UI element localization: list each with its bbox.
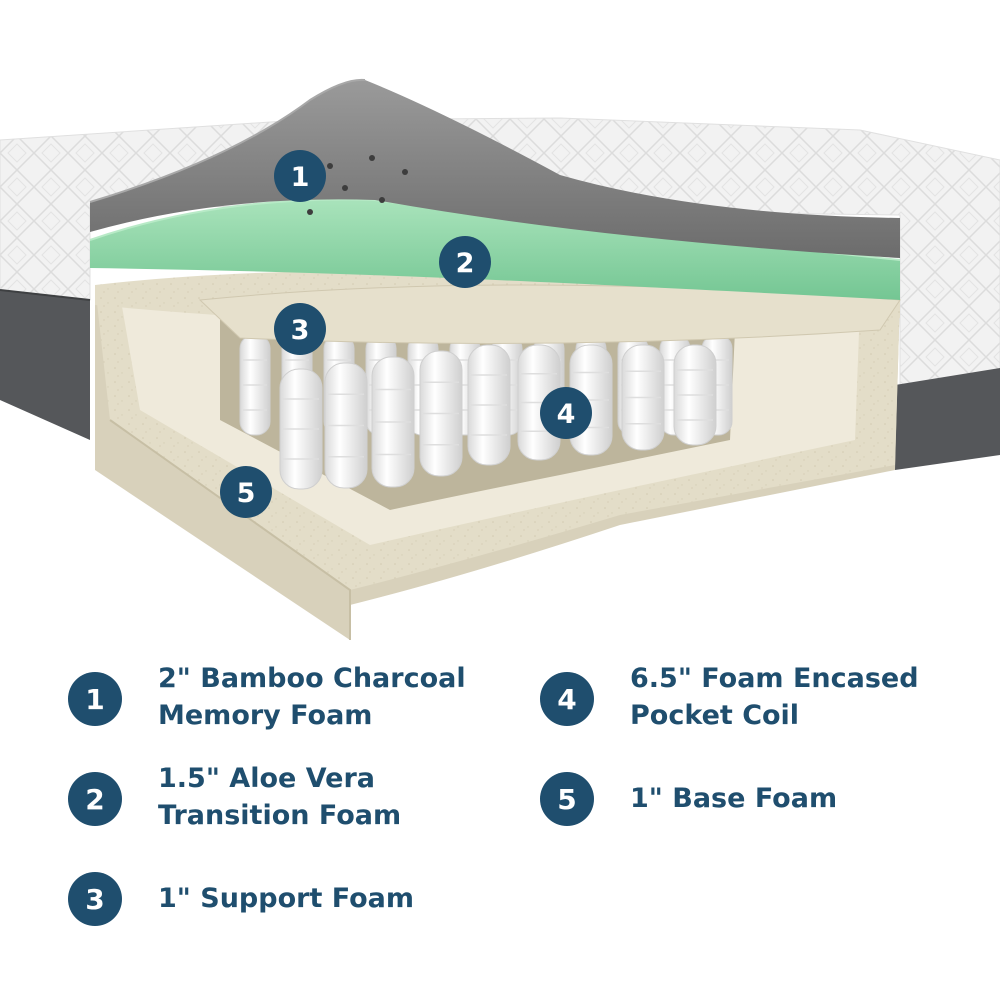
legend-badge-2: 2 [68, 772, 122, 826]
svg-text:1: 1 [291, 162, 310, 193]
callout-5: 5 [220, 466, 272, 518]
legend-item-1: 1 2" Bamboo Charcoal Memory Foam [68, 663, 466, 734]
legend-badge-3: 3 [68, 872, 122, 926]
legend-item-3: 3 1" Support Foam [68, 872, 414, 926]
mattress-cutaway-illustration: 1 2 3 4 5 [0, 78, 1000, 640]
mattress-border-band [0, 289, 1000, 470]
legend-badge-4: 4 [540, 672, 594, 726]
legend-badge-5: 5 [540, 772, 594, 826]
svg-text:5: 5 [237, 478, 256, 509]
legend-item-2: 2 1.5" Aloe Vera Transition Foam [68, 763, 401, 834]
callout-1: 1 [274, 150, 326, 202]
legend-item-4: 4 6.5" Foam Encased Pocket Coil [540, 663, 919, 734]
callout-3: 3 [274, 303, 326, 355]
pocket-coil-layer [239, 334, 733, 490]
legend-item-5: 5 1" Base Foam [540, 772, 837, 826]
legend-label-2: 1.5" Aloe Vera Transition Foam [158, 763, 402, 831]
legend-label-5: 1" Base Foam [630, 783, 838, 814]
callout-2: 2 [439, 236, 491, 288]
svg-text:3: 3 [291, 315, 310, 346]
legend-badge-1: 1 [68, 672, 122, 726]
callout-4: 4 [540, 387, 592, 439]
legend-label-3: 1" Support Foam [158, 883, 414, 914]
legend-label-1: 2" Bamboo Charcoal Memory Foam [158, 663, 466, 731]
svg-text:4: 4 [557, 399, 576, 430]
svg-text:2: 2 [456, 248, 475, 279]
legend-label-4: 6.5" Foam Encased Pocket Coil [630, 663, 919, 731]
bamboo-memory-foam-layer [89, 78, 900, 258]
